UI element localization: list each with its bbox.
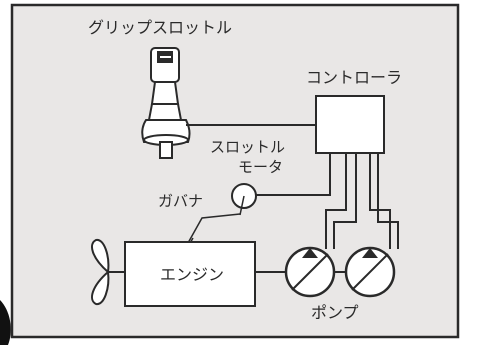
governor-label: ガバナ (158, 192, 203, 210)
engine-label: エンジン (160, 265, 224, 284)
grip-throttle-illustration (141, 47, 191, 159)
controller-to-pump2-line-b (377, 153, 399, 249)
throttle-motor-label-line2: モータ (238, 158, 283, 176)
controller-to-pump2-line-a (369, 153, 391, 249)
pump-label: ポンプ (311, 303, 359, 322)
controller-label: コントローラ (306, 68, 402, 87)
dark-edge-shape (0, 300, 11, 345)
controller-to-pump1-line-a (325, 153, 347, 249)
controller-to-pump1-line-b (333, 153, 357, 249)
grip-throttle-label: グリップスロットル (88, 18, 232, 37)
motor-arm (239, 195, 245, 216)
engine-box (124, 241, 256, 307)
controller-to-motor-line (256, 153, 331, 196)
pump-1 (284, 246, 336, 298)
governor-link (187, 213, 241, 244)
pump-2 (344, 246, 396, 298)
controller-box (315, 95, 385, 154)
throttle-motor-label-line1: スロットル (210, 138, 285, 156)
propeller-icon (91, 238, 125, 306)
